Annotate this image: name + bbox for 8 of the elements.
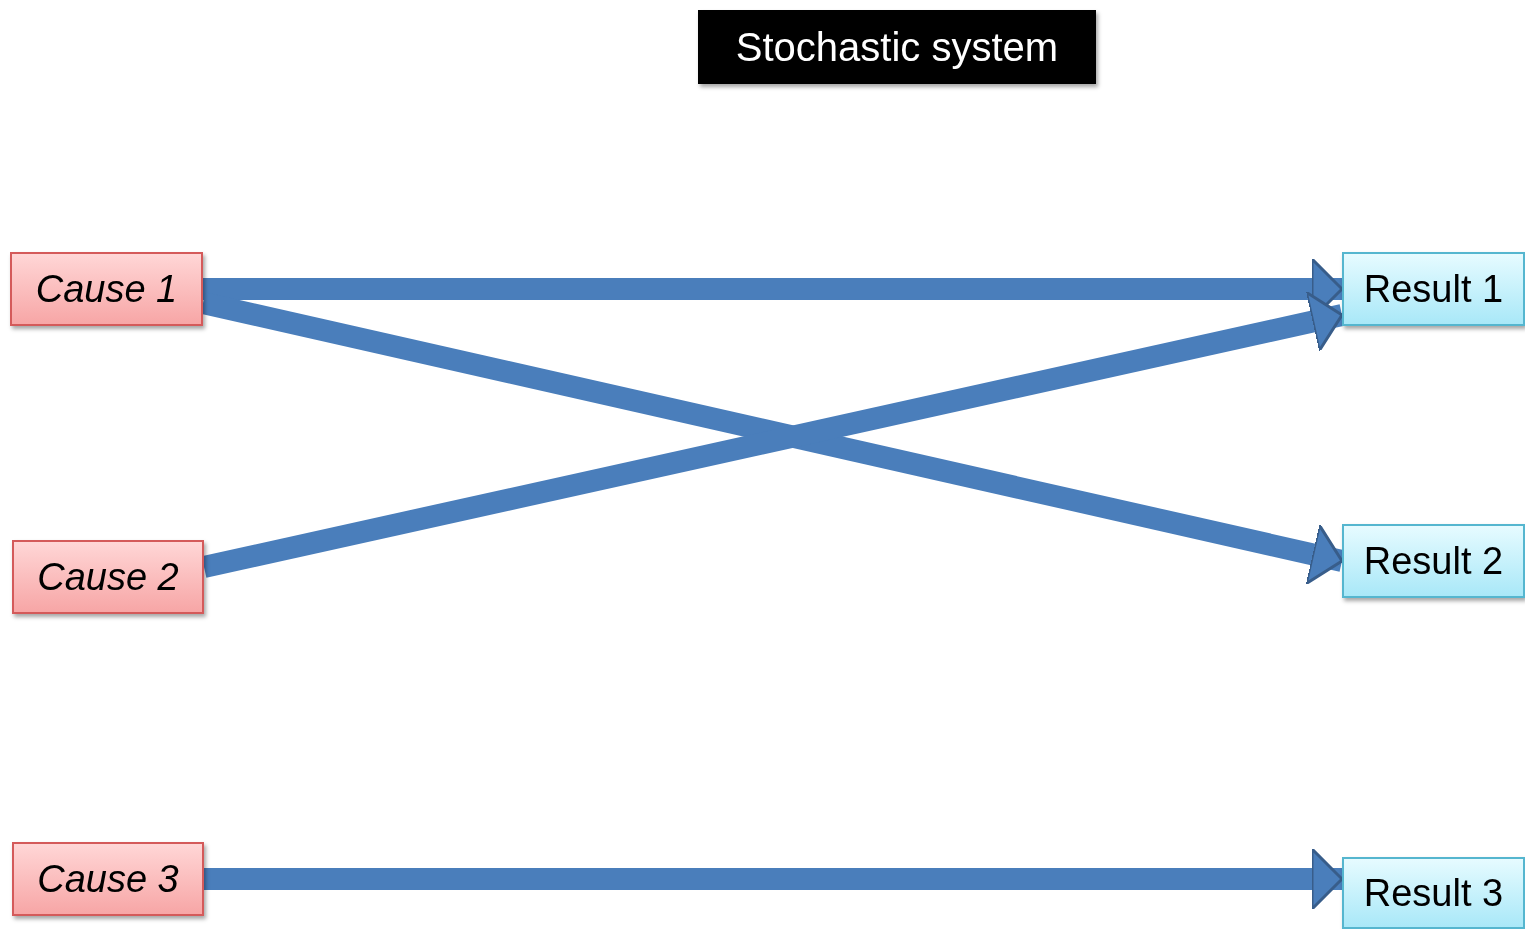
- result-box: Result 2: [1342, 524, 1525, 598]
- result-box: Result 1: [1342, 252, 1525, 326]
- title-banner: Stochastic system: [698, 10, 1096, 84]
- block-arrow: [204, 847, 1344, 911]
- result-box: Result 3: [1342, 857, 1525, 929]
- cause-box: Cause 1: [10, 252, 203, 326]
- cause-box: Cause 3: [12, 842, 204, 916]
- cause-box: Cause 2: [12, 540, 204, 614]
